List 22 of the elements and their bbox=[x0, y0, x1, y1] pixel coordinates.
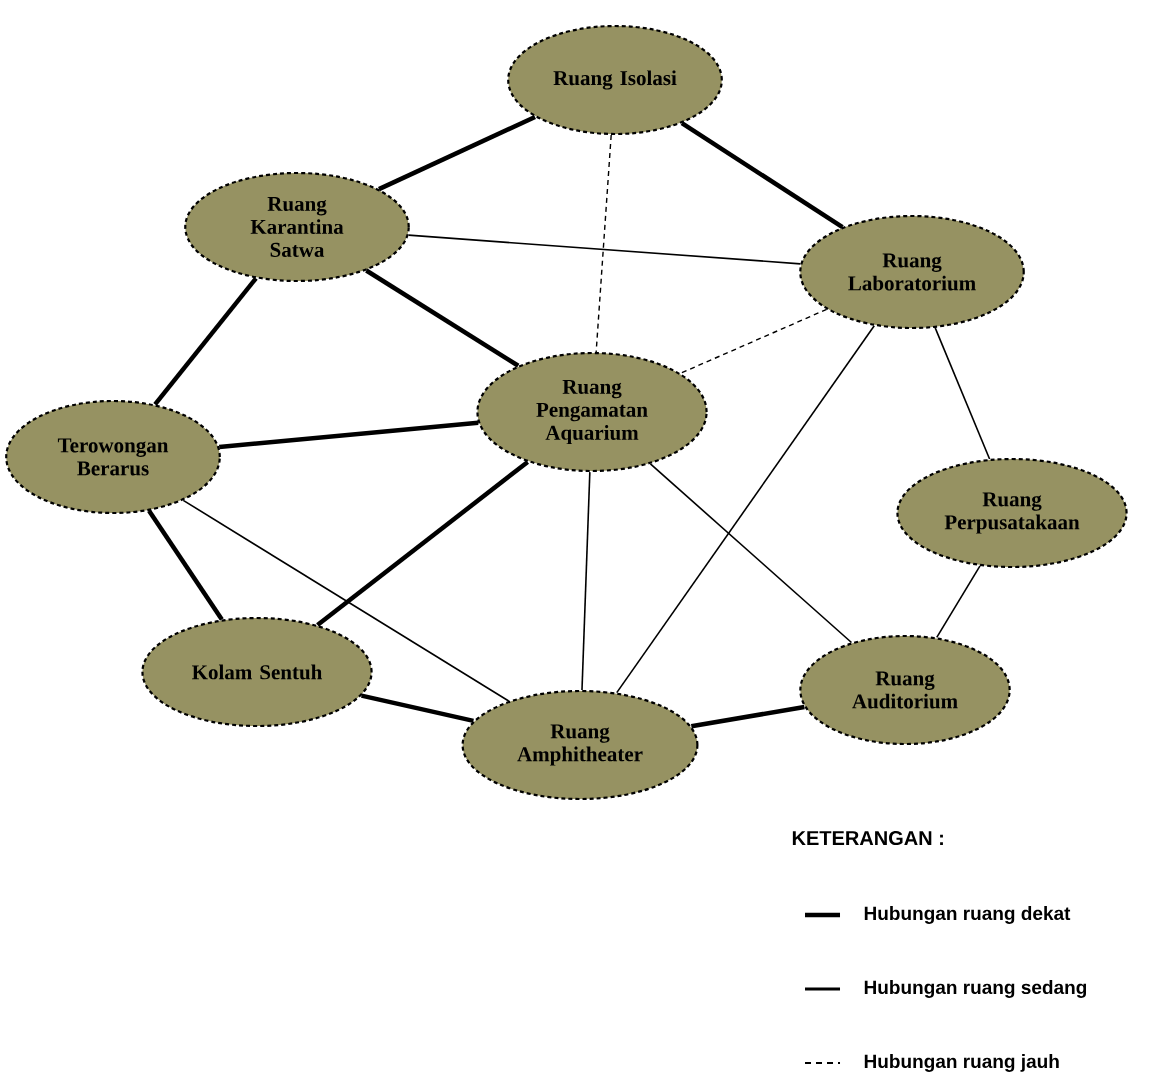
connector-line bbox=[365, 268, 520, 368]
connector-line bbox=[361, 693, 474, 724]
connector-line bbox=[219, 420, 479, 450]
connector-line bbox=[936, 565, 981, 639]
connector-line bbox=[581, 471, 591, 691]
connector-line bbox=[407, 234, 802, 265]
connector-line bbox=[378, 114, 536, 192]
connector-line bbox=[649, 463, 853, 644]
connector-line bbox=[934, 327, 991, 460]
connector-line bbox=[316, 460, 530, 627]
connector-line bbox=[153, 276, 258, 406]
legend-text: Hubungan ruang dekat bbox=[864, 906, 1071, 924]
legend-text: Hubungan ruang jauh bbox=[864, 1054, 1059, 1072]
connector-line bbox=[615, 325, 876, 694]
legend-text: Hubungan ruang sedang bbox=[864, 980, 1087, 998]
connector-line bbox=[182, 499, 510, 702]
connector-line bbox=[679, 308, 828, 374]
connector-line bbox=[595, 134, 612, 353]
connector-line bbox=[690, 704, 805, 729]
connector-line bbox=[680, 121, 844, 229]
legend-heading: KETERANGAN : bbox=[792, 830, 943, 846]
connector-line bbox=[147, 509, 224, 621]
